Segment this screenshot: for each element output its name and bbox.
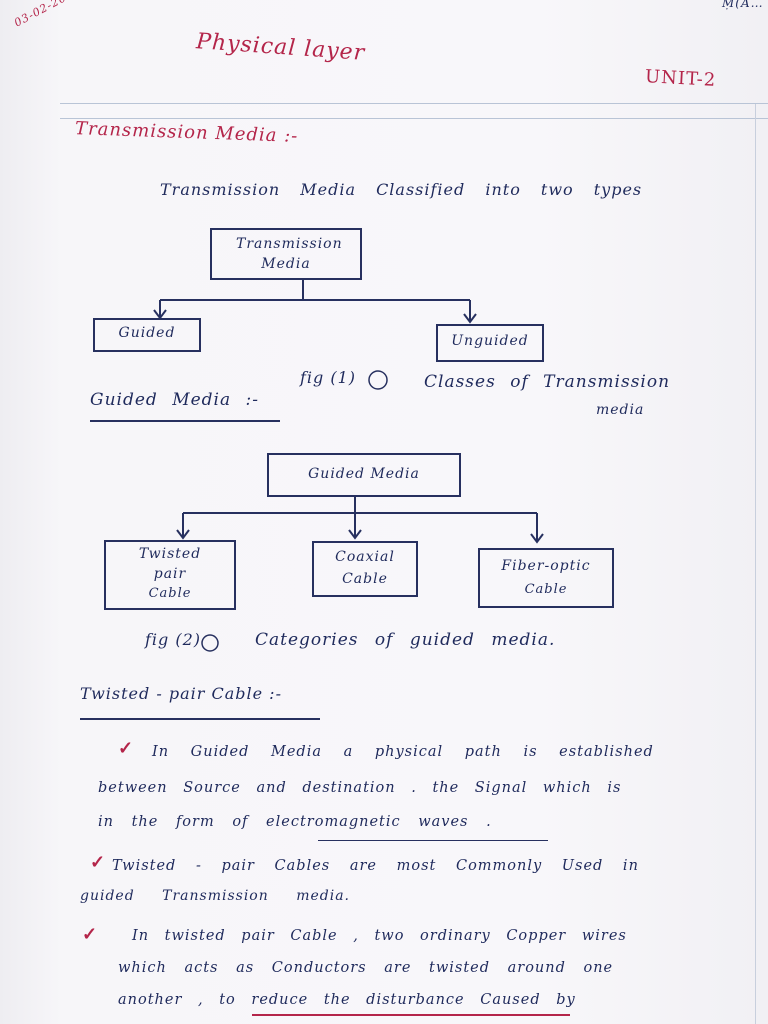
checkmark-icon: ✓	[90, 852, 106, 873]
p1-line1: In Guided Media a physical path is estab…	[152, 744, 654, 760]
diagram-node-twisted-pair: Twisted pair Cable	[104, 540, 236, 610]
section-heading-twisted-pair: Twisted - pair Cable :-	[80, 684, 282, 703]
section-heading-guided-media: Guided Media :-	[90, 390, 259, 410]
p2-line2: guided Transmission media.	[80, 888, 350, 904]
node-label-line1: Fiber-optic	[501, 558, 591, 574]
diagram-node-guided: Guided	[93, 318, 201, 352]
top-rule	[60, 118, 768, 119]
intro-text: Transmission Media Classified into two t…	[160, 180, 643, 199]
p3-line3: another , to reduce the disturbance Caus…	[118, 992, 576, 1008]
fig1-label: fig (1)	[300, 368, 357, 387]
checkmark-icon: ✓	[118, 738, 134, 759]
p3-line1: In twisted pair Cable , two ordinary Cop…	[132, 928, 627, 944]
node-label-line2: Cable	[524, 582, 568, 597]
electromagnetic-underline	[318, 840, 548, 841]
node-label-line1: Twisted	[138, 546, 202, 562]
right-margin-line	[755, 104, 756, 1024]
node-label: Transmission Media	[236, 236, 343, 272]
p3-line2: which acts as Conductors are twisted aro…	[118, 960, 614, 976]
fig1-caption-line2: media	[596, 402, 645, 418]
header-rule	[60, 103, 768, 104]
p1-line3: in the form of electromagnetic waves .	[98, 814, 492, 830]
node-label-line1: Coaxial	[335, 549, 395, 565]
checkmark-icon: ✓	[82, 924, 98, 945]
node-label: Guided Media	[308, 466, 420, 482]
node-label: Unguided	[451, 333, 529, 349]
diagram-node-fiber-optic: Fiber-optic Cable	[478, 548, 614, 608]
fig2-caption: Categories of guided media.	[255, 630, 556, 650]
node-label-line2: Cable	[342, 571, 388, 587]
twisted-pair-underline	[80, 718, 320, 720]
diagram-node-transmission-media: Transmission Media	[210, 228, 362, 280]
fig2-label: fig (2)	[145, 630, 202, 649]
node-label-line2: pair	[153, 566, 187, 582]
node-label: Guided	[118, 325, 176, 341]
corner-text: Ṃ(A…	[722, 0, 764, 10]
diagram-node-coaxial: Coaxial Cable	[312, 541, 418, 597]
p2-line1: Twisted - pair Cables are most Commonly …	[112, 858, 639, 874]
diagram-node-guided-media: Guided Media	[267, 453, 461, 497]
guided-media-underline	[90, 420, 280, 422]
diagram-node-unguided: Unguided	[436, 324, 544, 362]
node-label-line3: Cable	[148, 586, 192, 601]
fig1-caption-line1: Classes of Transmission	[424, 372, 671, 392]
reduce-disturbance-underline	[252, 1014, 570, 1016]
p1-line2: between Source and destination . the Sig…	[98, 780, 622, 796]
